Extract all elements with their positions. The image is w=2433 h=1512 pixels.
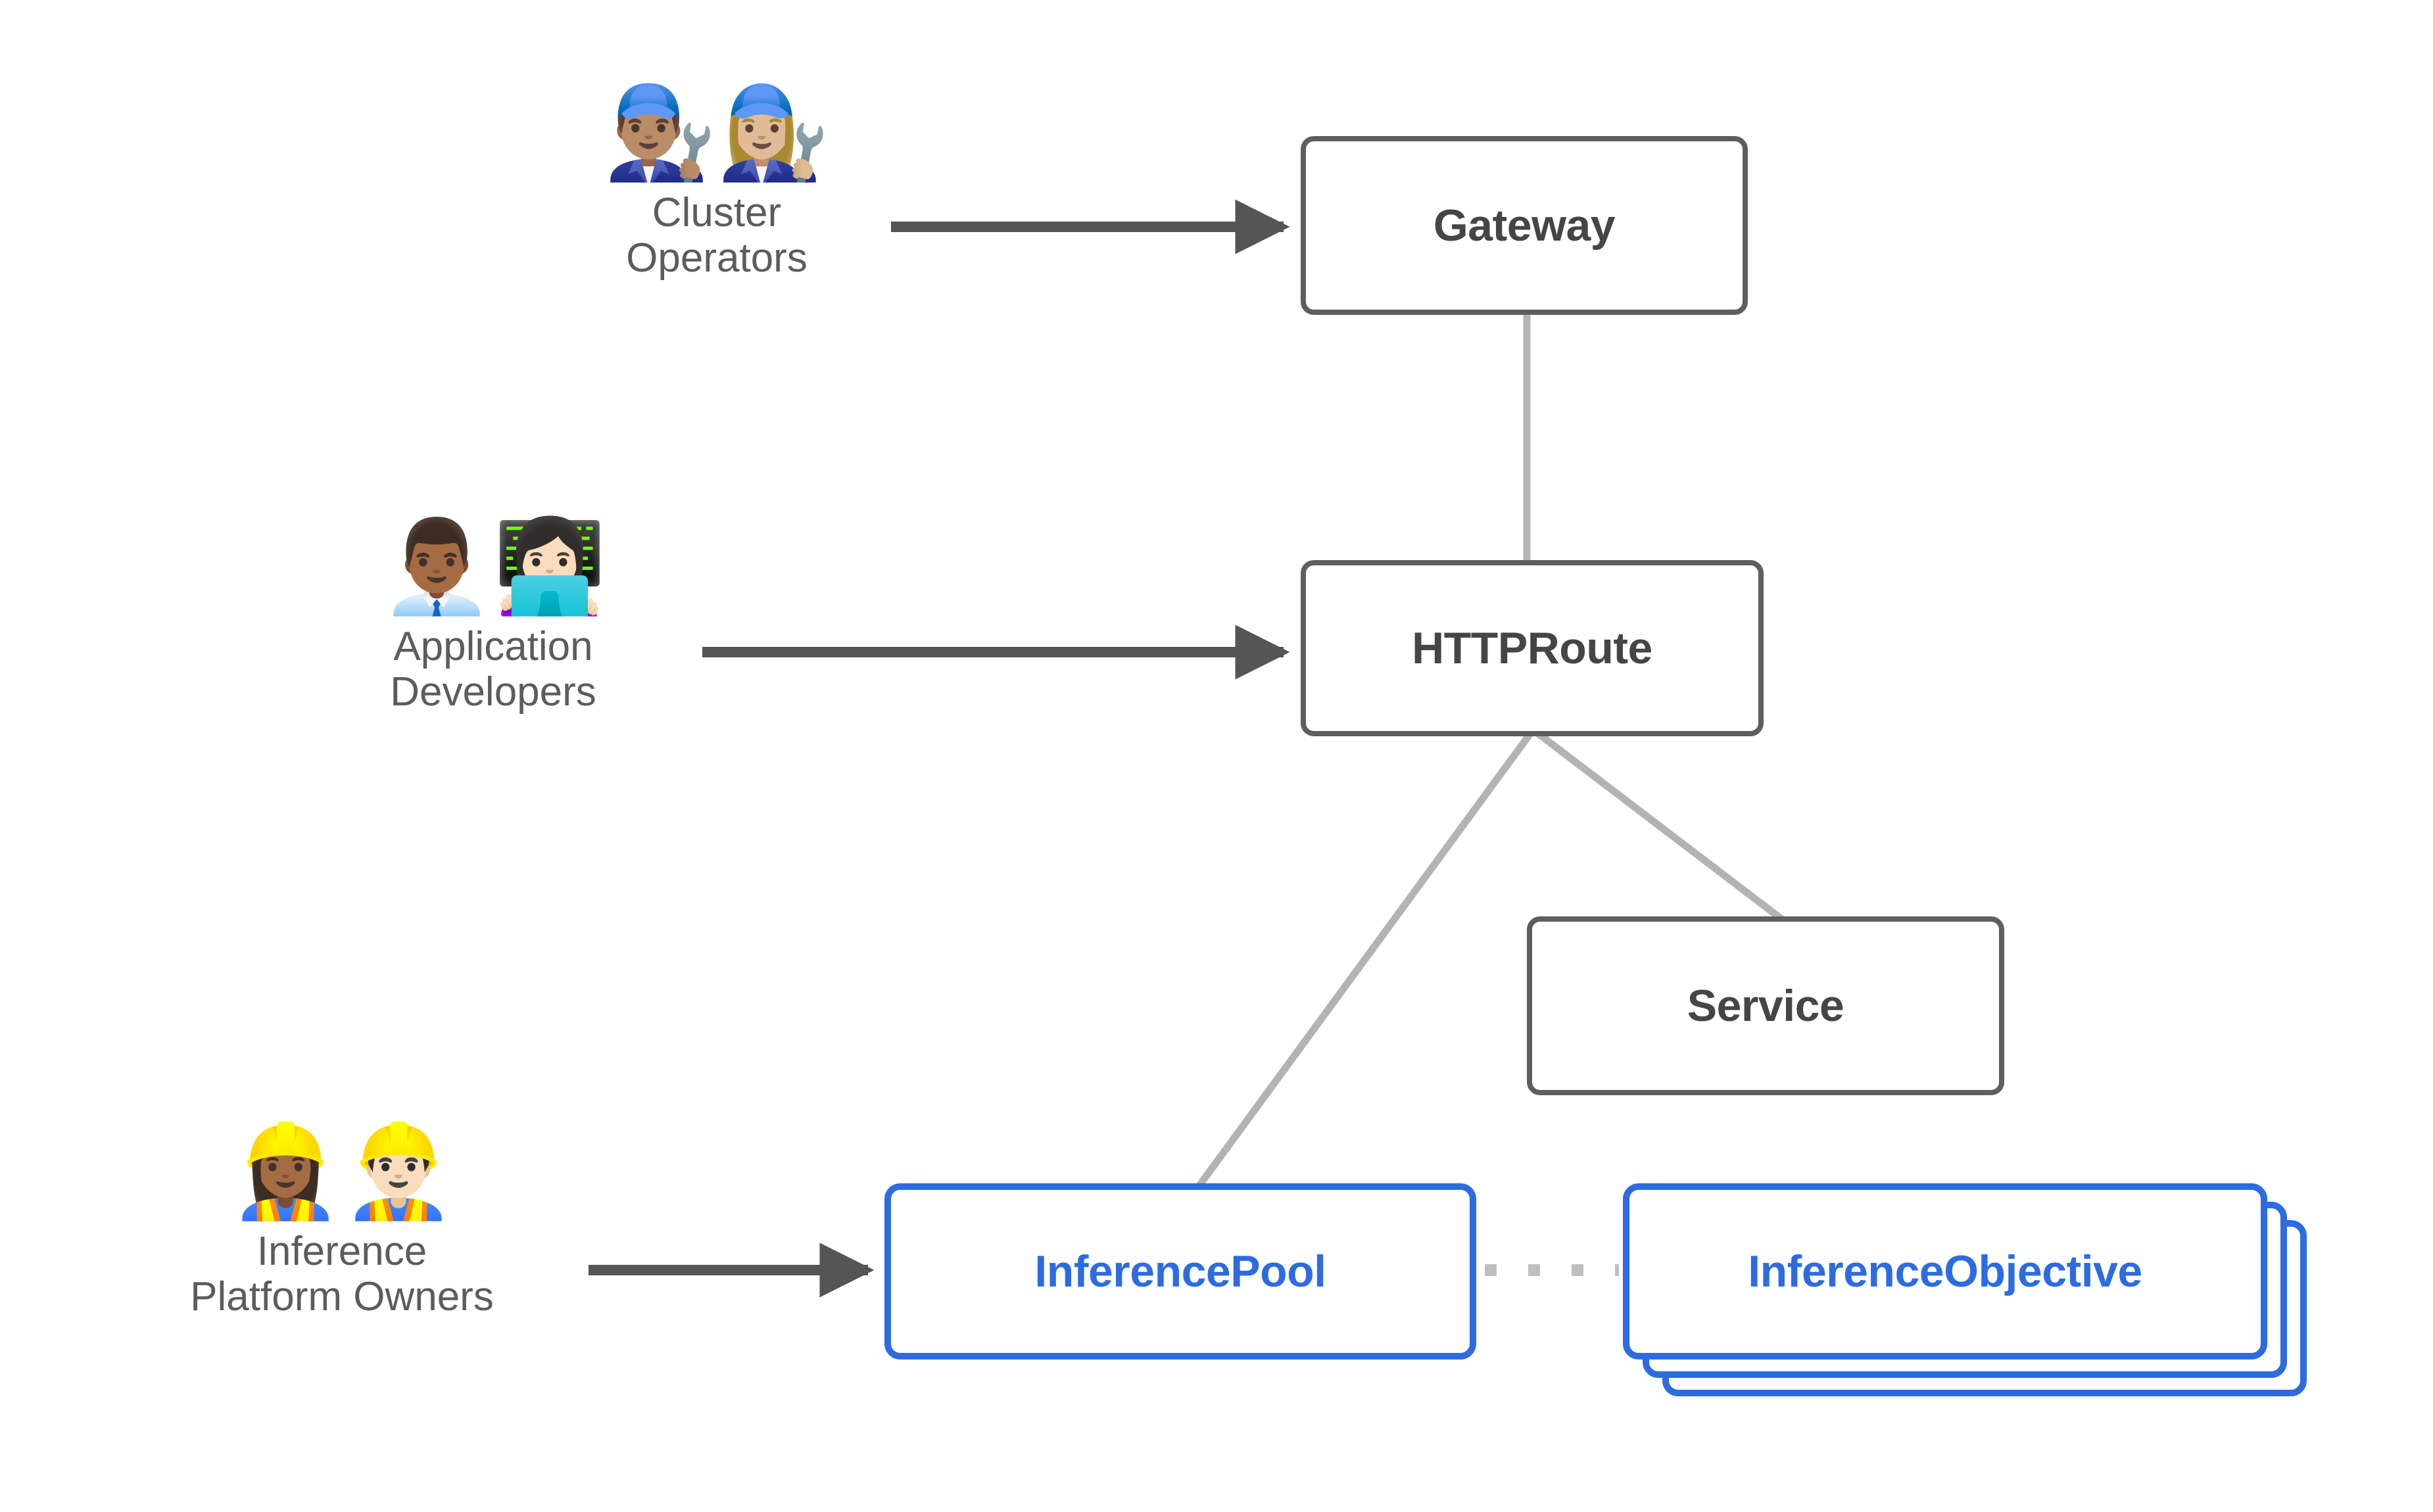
edge-httproute-service [1532,728,1786,924]
node-inferenceobjective-stack[interactable]: InferenceObjective [1623,1183,2320,1407]
man-construction-worker-emoji: 👷🏻‍♂️ [342,1118,455,1224]
persona-label-inference-platform-owners: Inference Platform Owners [190,1228,494,1320]
persona-inference-platform-owners: 👷🏾‍♀️ 👷🏻‍♂️ Inference Platform Owners [79,1118,605,1320]
woman-construction-worker-emoji: 👷🏾‍♀️ [229,1118,342,1224]
persona-avatars: 👷🏾‍♀️ 👷🏻‍♂️ [229,1118,455,1224]
man-mechanic-emoji: 👨🏽‍🔧 [604,80,717,185]
node-label-inferenceobjective: InferenceObjective [1748,1246,2142,1296]
edge-httproute-inferencepool [1195,728,1535,1190]
woman-mechanic-emoji: 👩🏼‍🔧 [717,80,830,185]
node-label-gateway: Gateway [1433,201,1616,250]
node-label-httproute: HTTPRoute [1412,623,1652,673]
persona-cluster-operators: 👨🏽‍🔧 👩🏼‍🔧 Cluster Operators [506,85,927,281]
node-inferenceobjective[interactable]: InferenceObjective [1623,1183,2267,1359]
node-gateway[interactable]: Gateway [1301,136,1748,315]
persona-avatars: 👨🏽‍🔧 👩🏼‍🔧 [604,85,830,181]
man-office-worker-emoji: 👨🏾‍💼 [380,513,493,619]
persona-label-application-developers: Application Developers [390,623,596,715]
woman-technologist-emoji: 👩🏻‍💻 [493,513,606,619]
persona-application-developers: 👨🏾‍💼 👩🏻‍💻 Application Developers [250,519,736,715]
persona-label-cluster-operators: Cluster Operators [626,189,807,281]
node-label-inferencepool: InferencePool [1034,1246,1326,1296]
node-inferencepool[interactable]: InferencePool [884,1183,1476,1359]
node-httproute[interactable]: HTTPRoute [1301,560,1764,736]
node-service[interactable]: Service [1527,916,2004,1095]
node-label-service: Service [1687,981,1844,1031]
persona-avatars: 👨🏾‍💼 👩🏻‍💻 [380,519,606,615]
